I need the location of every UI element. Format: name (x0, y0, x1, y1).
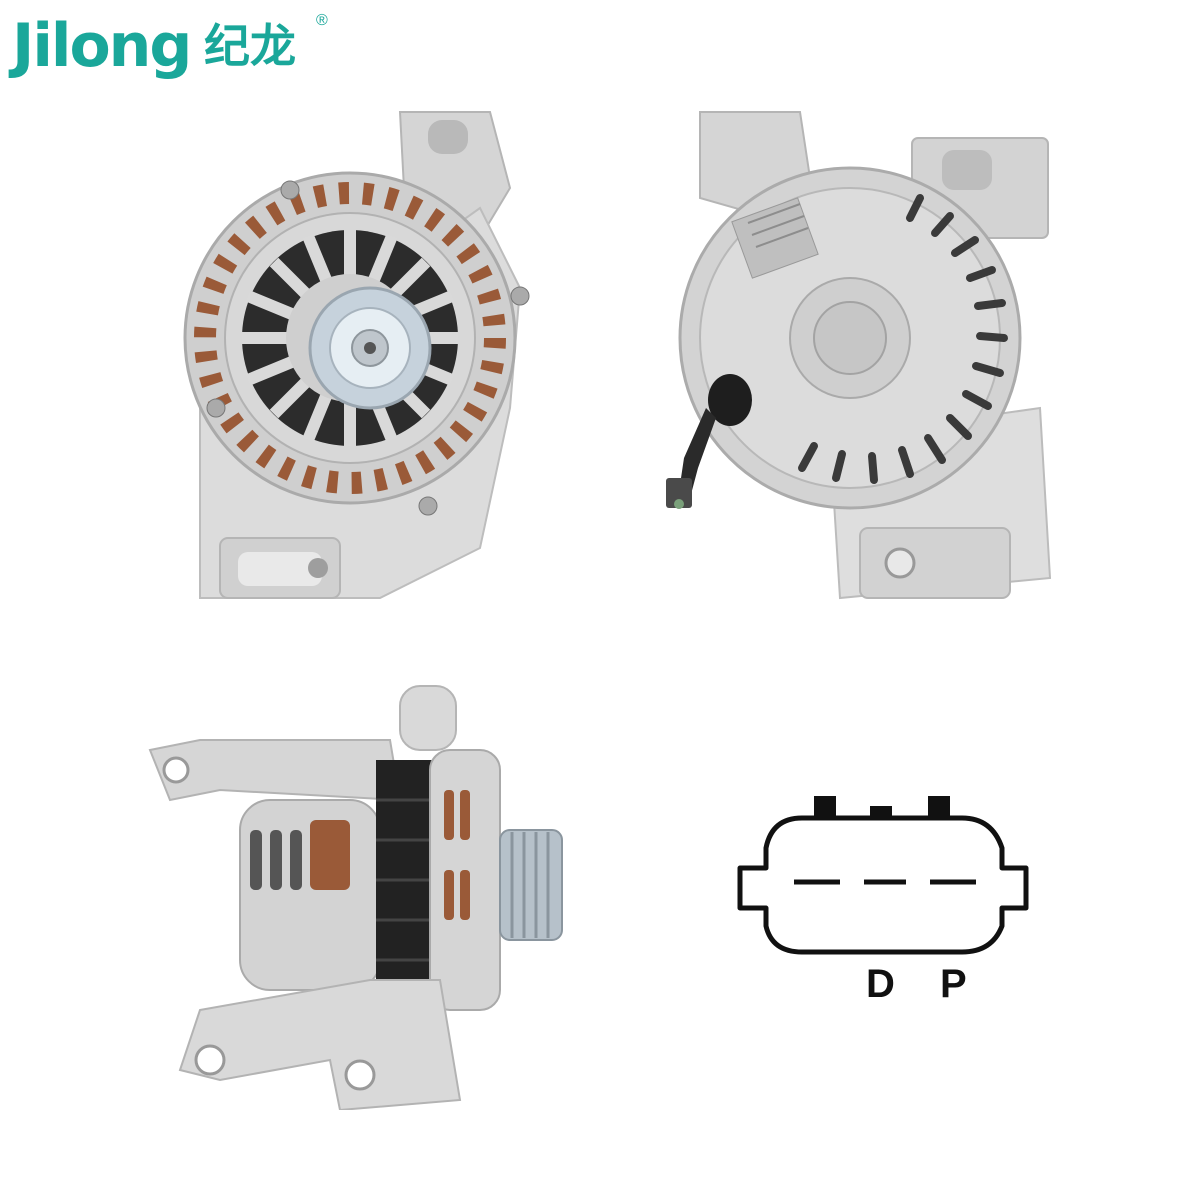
pin-label-d: D (866, 962, 895, 1006)
alternator-rear-photo (666, 111, 1052, 600)
connector-terminal-right (928, 796, 950, 820)
brand-name-cjk: 纪龙 (204, 19, 296, 73)
registered-mark: ® (316, 12, 328, 29)
connector-diagram (737, 796, 1029, 955)
brand-name-latin: Jilong (12, 11, 192, 81)
brand-logo: Jilong 纪龙 ® (12, 8, 332, 88)
alternator-front-photo (183, 111, 530, 599)
pin-label-p: P (940, 962, 967, 1006)
connector-housing (737, 815, 1029, 955)
alternator-side-photo (148, 685, 563, 1110)
connector-terminal-left (814, 796, 836, 820)
